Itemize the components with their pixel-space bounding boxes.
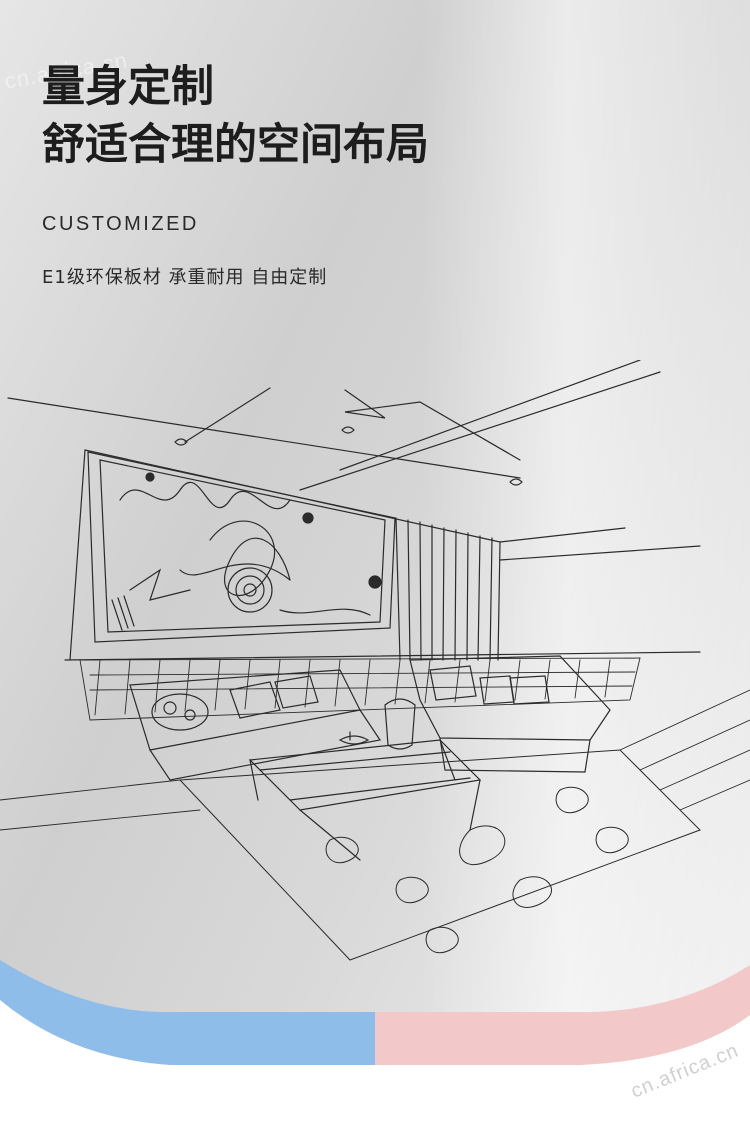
- left-sofa: [129, 669, 382, 781]
- headline-line-1: 量身定制: [42, 62, 214, 112]
- rug: [178, 749, 701, 961]
- right-sofa: [409, 655, 611, 773]
- coffee-table: [248, 739, 482, 861]
- ceiling-line: [344, 389, 521, 461]
- bottom-color-band: [0, 960, 750, 1122]
- floor-lines: [0, 689, 750, 831]
- ceiling-light: [174, 438, 188, 446]
- white-base: [0, 1000, 750, 1122]
- ceiling-light: [341, 426, 355, 434]
- ceiling-line: [7, 397, 521, 479]
- headline-line-2: 舒适合理的空间布局: [42, 120, 429, 170]
- headline: 量身定制 舒适合理的空间布局: [42, 58, 429, 174]
- curtain: [395, 517, 493, 661]
- teacup: [338, 731, 370, 745]
- ceiling-line: [184, 387, 271, 443]
- subtitle-english: CUSTOMIZED: [42, 213, 199, 235]
- ceiling-line: [299, 371, 661, 491]
- wall-painting: [87, 451, 396, 643]
- vase: [384, 698, 416, 750]
- ceiling-line: [339, 360, 641, 471]
- background-highlight: [420, 0, 750, 1122]
- feature-tagline: E1级环保板材 承重耐用 自由定制: [42, 267, 328, 288]
- living-room-sketch: [0, 360, 750, 980]
- ceiling-light: [509, 478, 523, 486]
